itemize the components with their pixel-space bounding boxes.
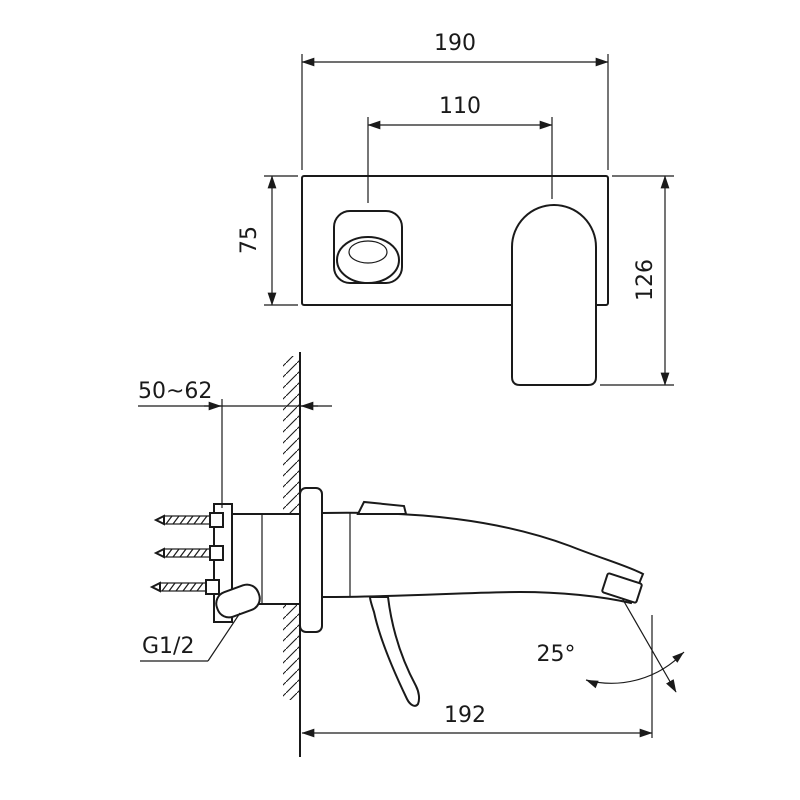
dim-label-spout-reach: 192 xyxy=(444,703,486,728)
dimension-handle-to-spout: 110 xyxy=(367,94,553,203)
arrowhead xyxy=(672,652,684,663)
dim-label-handle-to-spout: 110 xyxy=(439,94,481,119)
dim-label-spout-drop: 126 xyxy=(633,259,658,301)
mounting-screw-top xyxy=(153,512,224,528)
dimension-wall-depth: 50~62 xyxy=(138,379,332,508)
arrowhead xyxy=(586,680,599,689)
handle-knob-top xyxy=(348,240,388,264)
escutcheon-plate xyxy=(299,487,323,633)
handle-knob-base xyxy=(336,236,400,284)
mounting-screw-middle xyxy=(153,545,224,561)
dimension-spout-drop: 126 xyxy=(600,175,674,386)
inlet-elbow xyxy=(215,583,261,619)
dim-label-plate-width: 190 xyxy=(434,31,476,56)
lever-cap xyxy=(356,500,408,515)
stream-direction-line xyxy=(621,597,677,693)
dimension-plate-width: 190 xyxy=(301,31,609,170)
spray-angle-dimension: 25° xyxy=(537,597,685,693)
handle-front xyxy=(333,210,403,284)
dim-label-plate-height: 75 xyxy=(237,226,262,254)
mounting-screw-bottom xyxy=(149,579,220,595)
dimension-plate-height: 75 xyxy=(237,175,298,306)
side-view: 50~62 G1/2 192 25° xyxy=(138,352,685,757)
concealed-valve-body xyxy=(213,503,301,623)
thread-label: G1/2 xyxy=(142,634,194,659)
dim-label-spray-angle: 25° xyxy=(537,642,576,667)
aerator xyxy=(601,572,643,604)
spout-outline xyxy=(321,511,645,605)
dimension-spout-reach: 192 xyxy=(301,615,653,738)
valve-housing xyxy=(231,513,301,605)
dim-label-wall-depth: 50~62 xyxy=(138,379,212,404)
lever-handle xyxy=(356,500,421,707)
spout-front xyxy=(511,204,597,386)
front-view: 190 110 75 126 xyxy=(237,31,674,386)
spout-side xyxy=(321,511,645,605)
lever-blade xyxy=(368,596,421,707)
angle-arc xyxy=(585,651,685,684)
inlet-thread-callout: G1/2 xyxy=(140,612,241,662)
